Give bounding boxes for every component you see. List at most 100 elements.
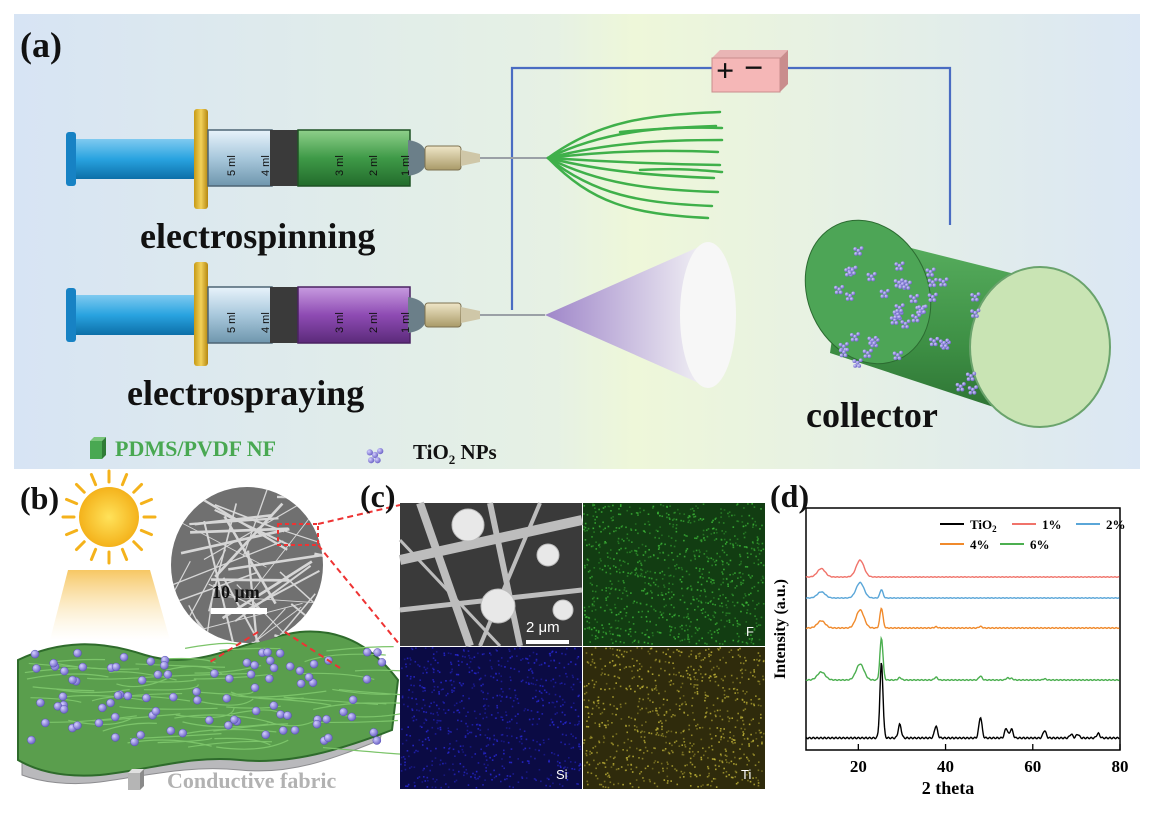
eds-signal [670, 679, 672, 682]
eds-signal [477, 777, 479, 780]
eds-signal [689, 785, 692, 787]
eds-signal [719, 709, 722, 712]
eds-signal [696, 629, 699, 632]
eds-signal [710, 533, 713, 535]
eds-signal [671, 615, 674, 618]
eds-signal [729, 573, 731, 576]
eds-signal [644, 531, 646, 534]
eds-signal [700, 756, 703, 759]
nanoparticle [935, 336, 940, 341]
eds-signal [542, 704, 544, 707]
eds-signal [479, 713, 481, 715]
eds-signal [559, 705, 562, 708]
eds-signal [632, 623, 635, 625]
eds-signal [654, 679, 657, 682]
eds-signal [699, 568, 701, 570]
eds-signal [716, 552, 718, 555]
membrane-nanoparticle [312, 719, 322, 729]
eds-signal [447, 727, 450, 730]
eds-signal [419, 725, 422, 728]
eds-signal [638, 749, 641, 752]
eds-signal [680, 581, 683, 583]
eds-signal [687, 615, 689, 617]
eds-signal [723, 568, 725, 571]
eds-signal [730, 776, 733, 779]
nanoparticle [892, 351, 897, 356]
eds-signal [585, 752, 587, 755]
eds-signal [425, 730, 428, 733]
nanoparticle [925, 268, 930, 273]
nanoparticle [932, 339, 937, 344]
eds-signal [717, 647, 719, 650]
eds-signal [456, 709, 458, 712]
eds-signal [637, 512, 639, 514]
nanoparticle [852, 271, 856, 276]
eds-signal [748, 723, 751, 726]
eds-signal [477, 762, 480, 764]
nanoparticle [839, 353, 844, 358]
eds-signal [600, 511, 603, 513]
eds-signal [616, 627, 619, 629]
eds-signal [710, 737, 713, 740]
eds-signal [680, 651, 683, 654]
eds-signal [736, 620, 739, 622]
eds-signal [645, 707, 648, 710]
eds-signal [648, 778, 651, 781]
eds-signal [745, 601, 748, 604]
eds-signal [726, 554, 728, 556]
eds-signal [434, 780, 437, 783]
sem-fiber [176, 520, 267, 568]
eds-signal [608, 532, 611, 535]
eds-signal [572, 676, 574, 679]
eds-signal [707, 695, 709, 698]
eds-signal [674, 565, 676, 567]
eds-signal [706, 707, 708, 709]
eds-signal [529, 668, 532, 670]
eds-signal [462, 649, 465, 651]
eds-signal [614, 619, 617, 622]
eds-signal [434, 786, 437, 789]
eds-signal [588, 543, 591, 546]
eds-signal [594, 518, 596, 521]
eds-signal [745, 641, 748, 644]
eds-signal [603, 762, 605, 764]
eds-signal [579, 745, 581, 748]
eds-signal [488, 738, 491, 741]
eds-signal [641, 543, 644, 546]
eds-signal [511, 655, 513, 658]
eds-signal [410, 647, 413, 650]
eds-signal [609, 572, 612, 575]
eds-signal [708, 774, 710, 777]
syringe-mark: 4 ml [260, 312, 272, 333]
eds-signal [620, 598, 623, 600]
eds-signal [466, 663, 468, 666]
eds-signal [520, 680, 523, 683]
eds-signal [448, 768, 451, 771]
eds-signal [621, 617, 623, 620]
nanoparticle [838, 342, 843, 347]
eds-signal [466, 729, 469, 732]
eds-signal [636, 685, 639, 687]
eds-signal [605, 759, 608, 761]
eds-signal [681, 744, 684, 746]
eds-signal [579, 767, 582, 770]
eds-signal [413, 781, 416, 784]
eds-signal [670, 780, 672, 782]
eds-signal [674, 511, 676, 514]
eds-signal [450, 684, 453, 686]
eds-signal [624, 769, 627, 772]
eds-signal [609, 567, 612, 570]
eds-signal [651, 632, 654, 634]
eds-signal [535, 660, 538, 662]
eds-signal [675, 769, 678, 772]
eds-signal [696, 598, 698, 600]
eds-signal [755, 738, 758, 740]
eds-signal [608, 505, 611, 508]
eds-signal [701, 726, 704, 729]
eds-signal [683, 729, 685, 732]
eds-signal [518, 740, 521, 743]
eds-signal [462, 765, 465, 768]
eds-signal [697, 605, 699, 608]
eds-signal [583, 525, 585, 528]
eds-signal [650, 647, 653, 650]
